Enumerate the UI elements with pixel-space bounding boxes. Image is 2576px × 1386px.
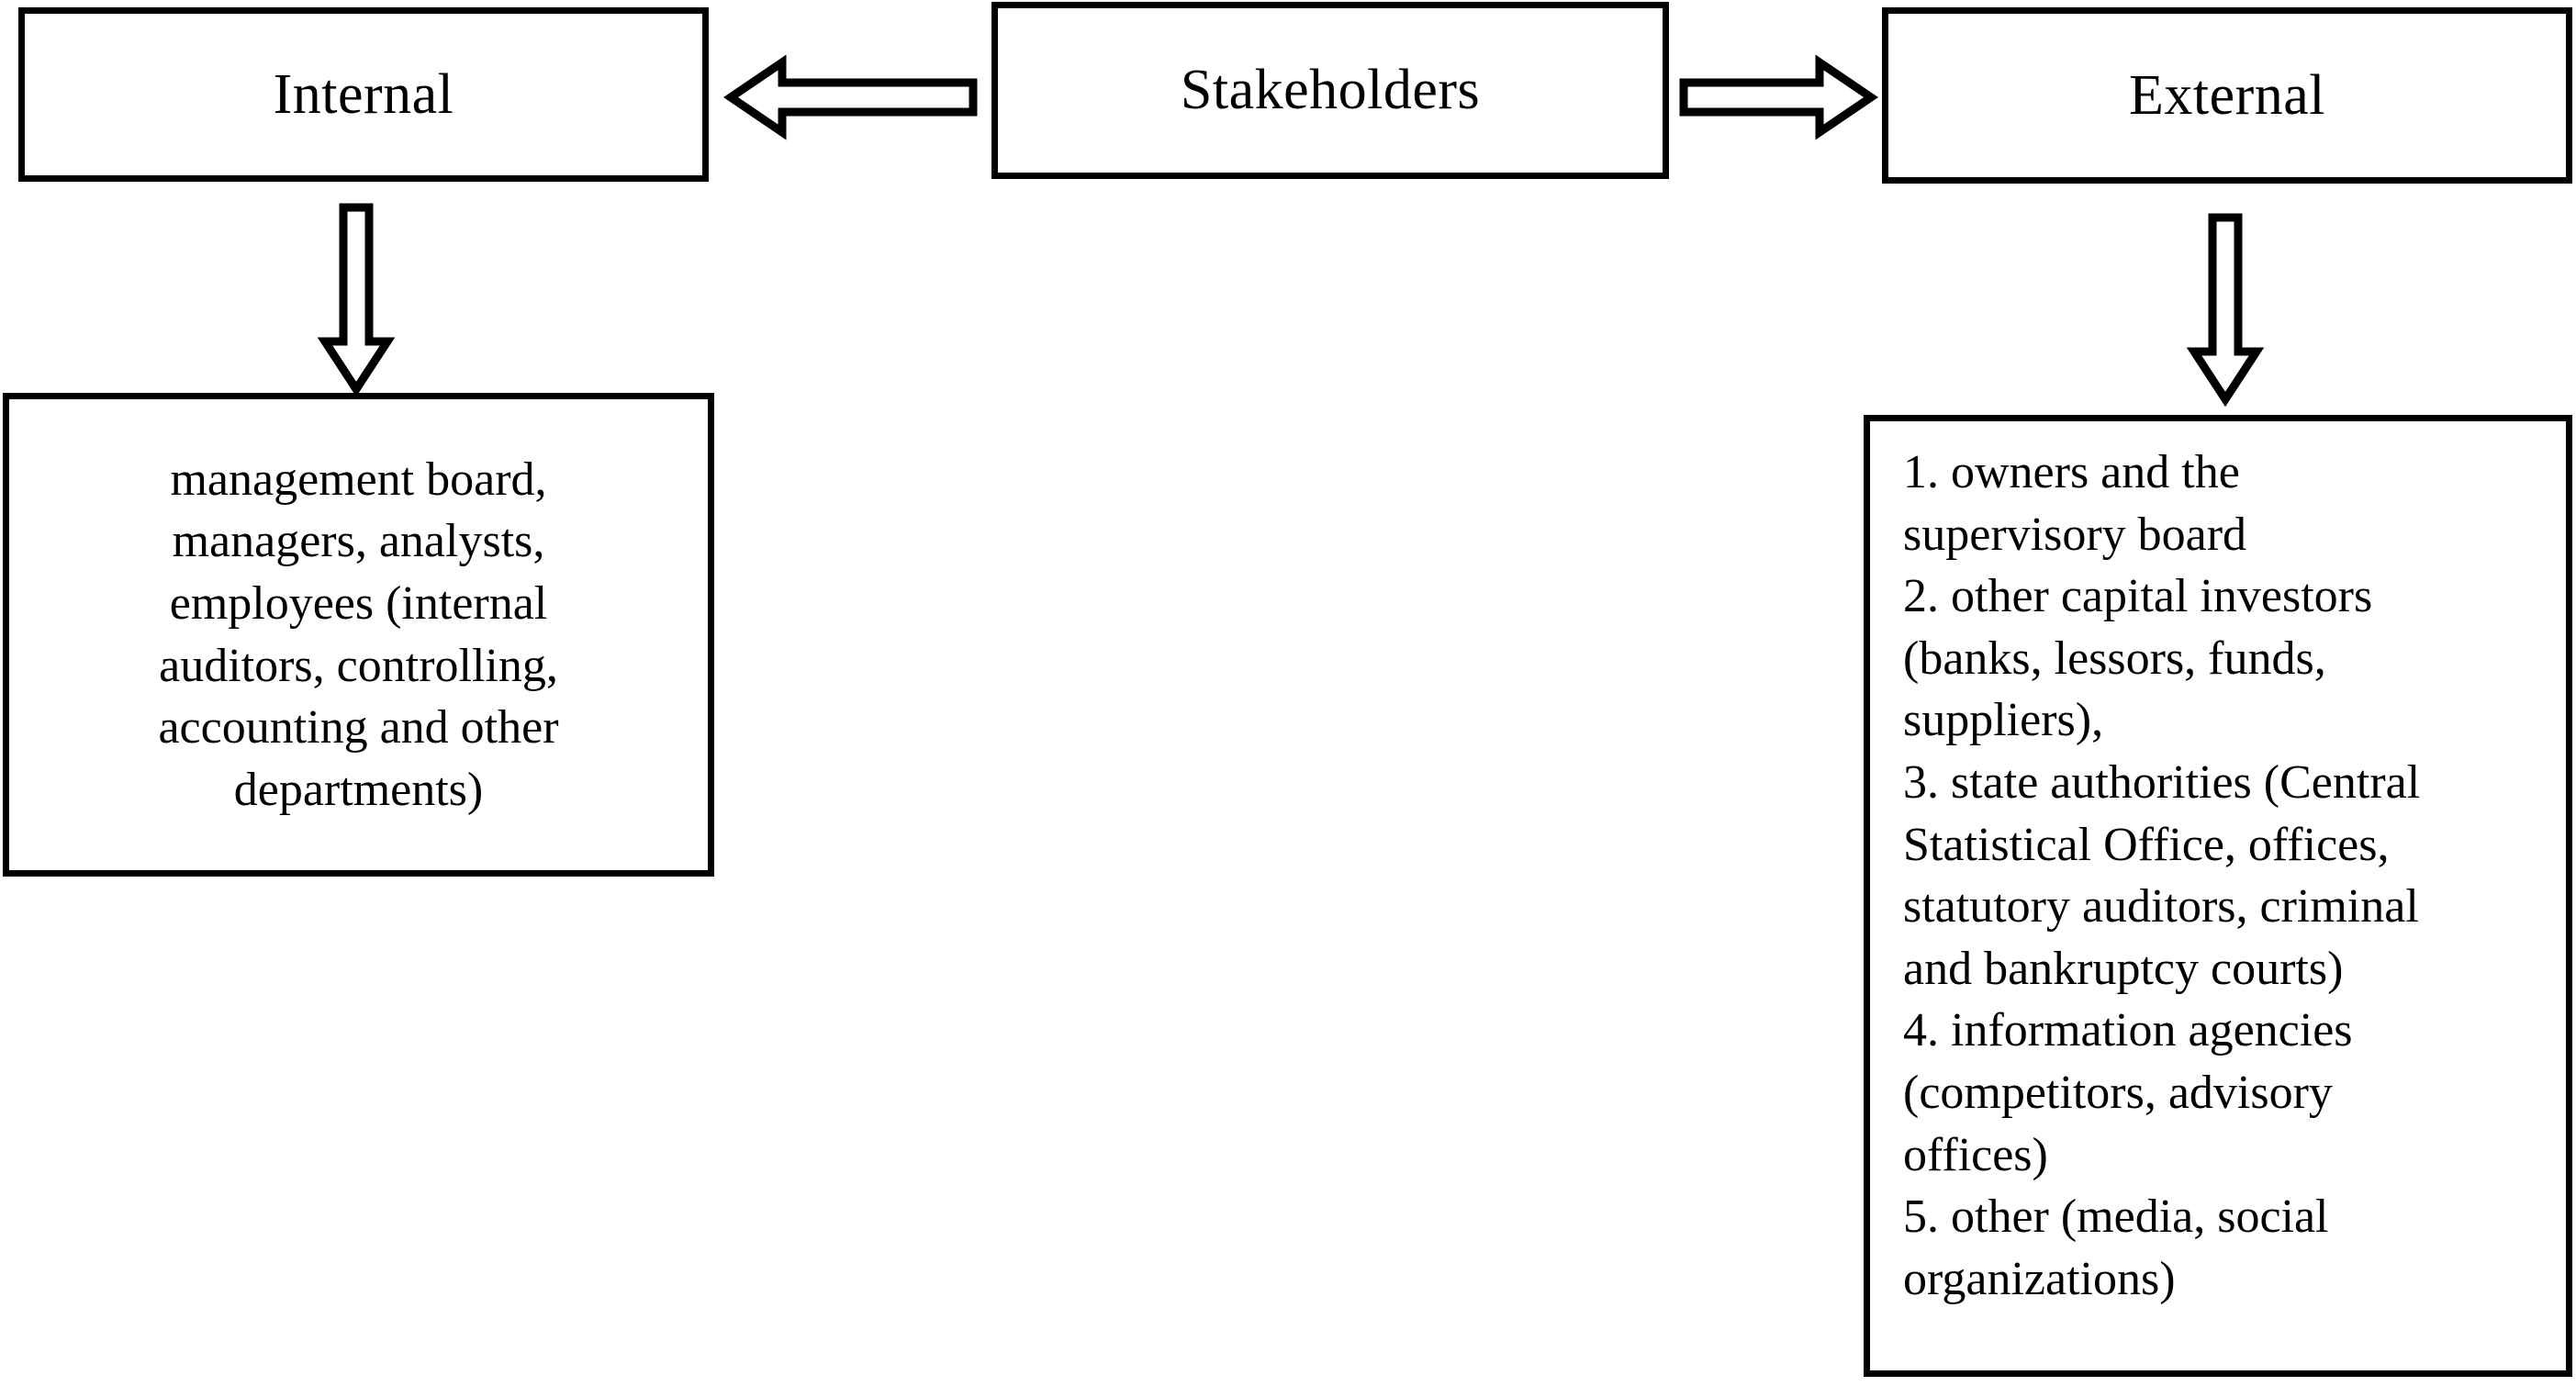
detail-box-internal[interactable]: management board, managers, analysts, em… [3,393,714,877]
detail-box-external[interactable]: 1. owners and the supervisory board 2. o… [1864,415,2572,1377]
node-internal[interactable]: Internal [18,7,709,182]
arrow-stakeholders-to-external-icon [1679,54,1879,140]
node-external[interactable]: External [1882,7,2572,184]
arrow-internal-to-detail-icon [317,203,396,397]
node-external-label: External [2128,63,2325,127]
node-stakeholders-label: Stakeholders [1180,59,1481,122]
detail-external-text: 1. owners and the supervisory board 2. o… [1903,446,2421,1305]
arrow-stakeholders-to-internal-icon [722,54,978,140]
detail-internal-text: management board, managers, analysts, em… [158,453,559,816]
arrow-external-to-detail-icon [2186,213,2265,408]
node-internal-label: Internal [273,62,454,126]
node-stakeholders[interactable]: Stakeholders [991,2,1669,179]
